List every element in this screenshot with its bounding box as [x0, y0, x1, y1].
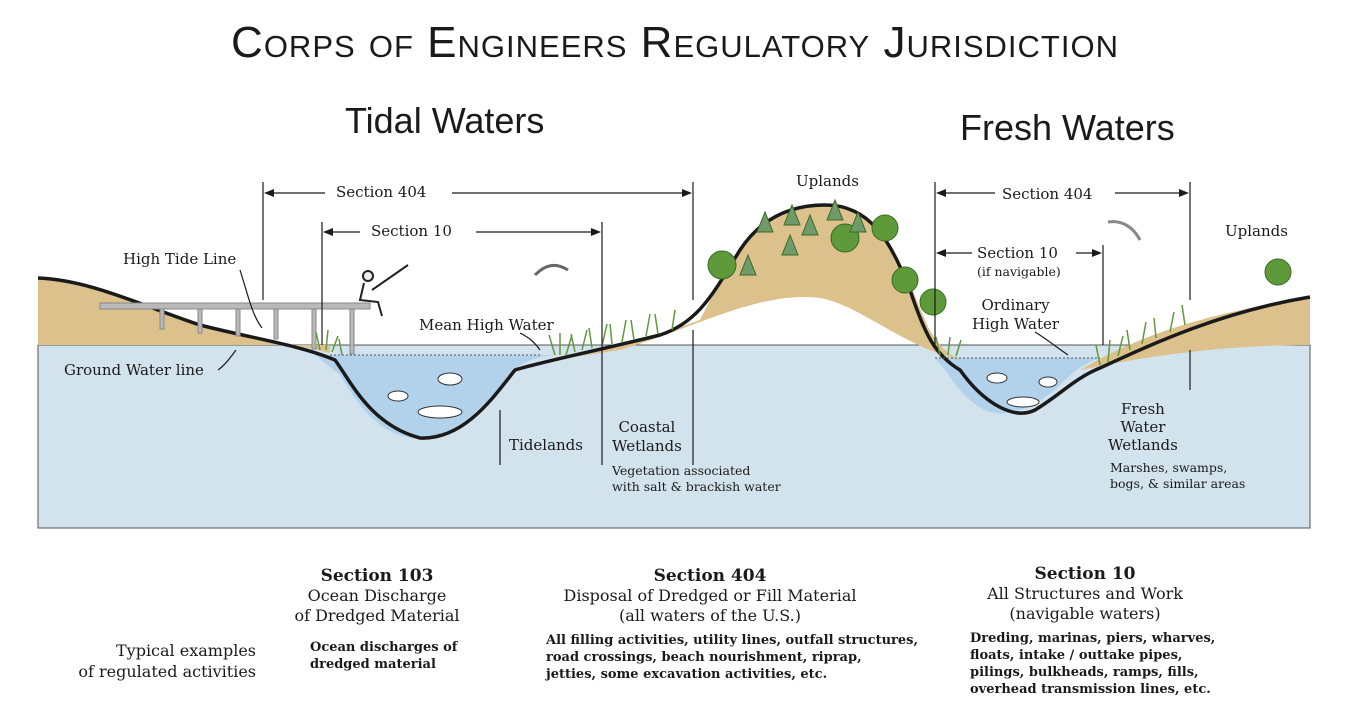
section-103-subtitle: Ocean Discharge of Dredged Material	[294, 586, 460, 625]
fisherman-icon	[358, 264, 409, 317]
if-navigable-label: (if navigable)	[977, 264, 1061, 279]
tidal-waters-heading: Tidal Waters	[345, 100, 545, 141]
section-404-heading: Section 404	[653, 566, 767, 586]
section-404-subtitle: Disposal of Dredged or Fill Material (al…	[563, 586, 857, 625]
coastal-wetlands-note: Vegetation associated with salt & bracki…	[612, 463, 781, 494]
examples-label: Typical examples of regulated activities	[78, 641, 256, 681]
tidal-section-10-label: Section 10	[371, 222, 452, 240]
section-10-heading: Section 10	[1034, 564, 1136, 584]
tidal-section-404-label: Section 404	[336, 183, 427, 201]
section-103-heading: Section 103	[320, 566, 434, 586]
coastal-wetlands-label: Coastal Wetlands	[612, 418, 682, 455]
fresh-channel-water	[935, 358, 1100, 414]
bird-icon	[1107, 220, 1142, 241]
section-10-block: Section 10 All Structures and Work (navi…	[960, 564, 1210, 624]
tidelands-label: Tidelands	[509, 436, 583, 454]
arrowheads	[264, 189, 1189, 257]
tidal-channel-water	[315, 355, 560, 439]
section-103-block: Section 103 Ocean Discharge of Dredged M…	[282, 566, 472, 626]
section-103-examples: Ocean discharges of dredged material	[310, 640, 458, 672]
groundwater-area	[37, 344, 1311, 529]
page-title: Corps of Engineers Regulatory Jurisdicti…	[231, 18, 1119, 67]
left-shore-land	[38, 278, 330, 353]
fresh-section-10-label: Section 10	[977, 244, 1058, 262]
section-404-examples: All filling activities, utility lines, o…	[546, 633, 919, 682]
ordinary-high-water-label: Ordinary High Water	[972, 296, 1060, 333]
section-markers	[262, 182, 1191, 465]
pier	[99, 302, 371, 355]
right-uplands-label: Uplands	[1225, 222, 1288, 240]
section-404-block: Section 404 Disposal of Dredged or Fill …	[540, 566, 880, 626]
trees	[707, 198, 1292, 316]
mean-high-water-label: Mean High Water	[419, 316, 554, 334]
central-uplands-label: Uplands	[796, 172, 859, 190]
high-tide-line-label: High Tide Line	[123, 250, 237, 268]
ground-water-line-label: Ground Water line	[64, 361, 204, 379]
fish-icons	[387, 372, 1058, 419]
leader-lines	[217, 269, 1069, 371]
marsh-grass	[315, 304, 1186, 366]
fresh-wetlands-note: Marshes, swamps, bogs, & similar areas	[1110, 460, 1246, 491]
fresh-section-404-label: Section 404	[1002, 185, 1093, 203]
fresh-waters-heading: Fresh Waters	[960, 107, 1175, 148]
bird-icon	[533, 263, 569, 277]
section-10-examples: Dreding, marinas, piers, wharves, floats…	[970, 631, 1216, 697]
fresh-water-wetlands-label: Fresh Water Wetlands	[1108, 400, 1178, 454]
section-10-subtitle: All Structures and Work (navigable water…	[987, 584, 1183, 623]
